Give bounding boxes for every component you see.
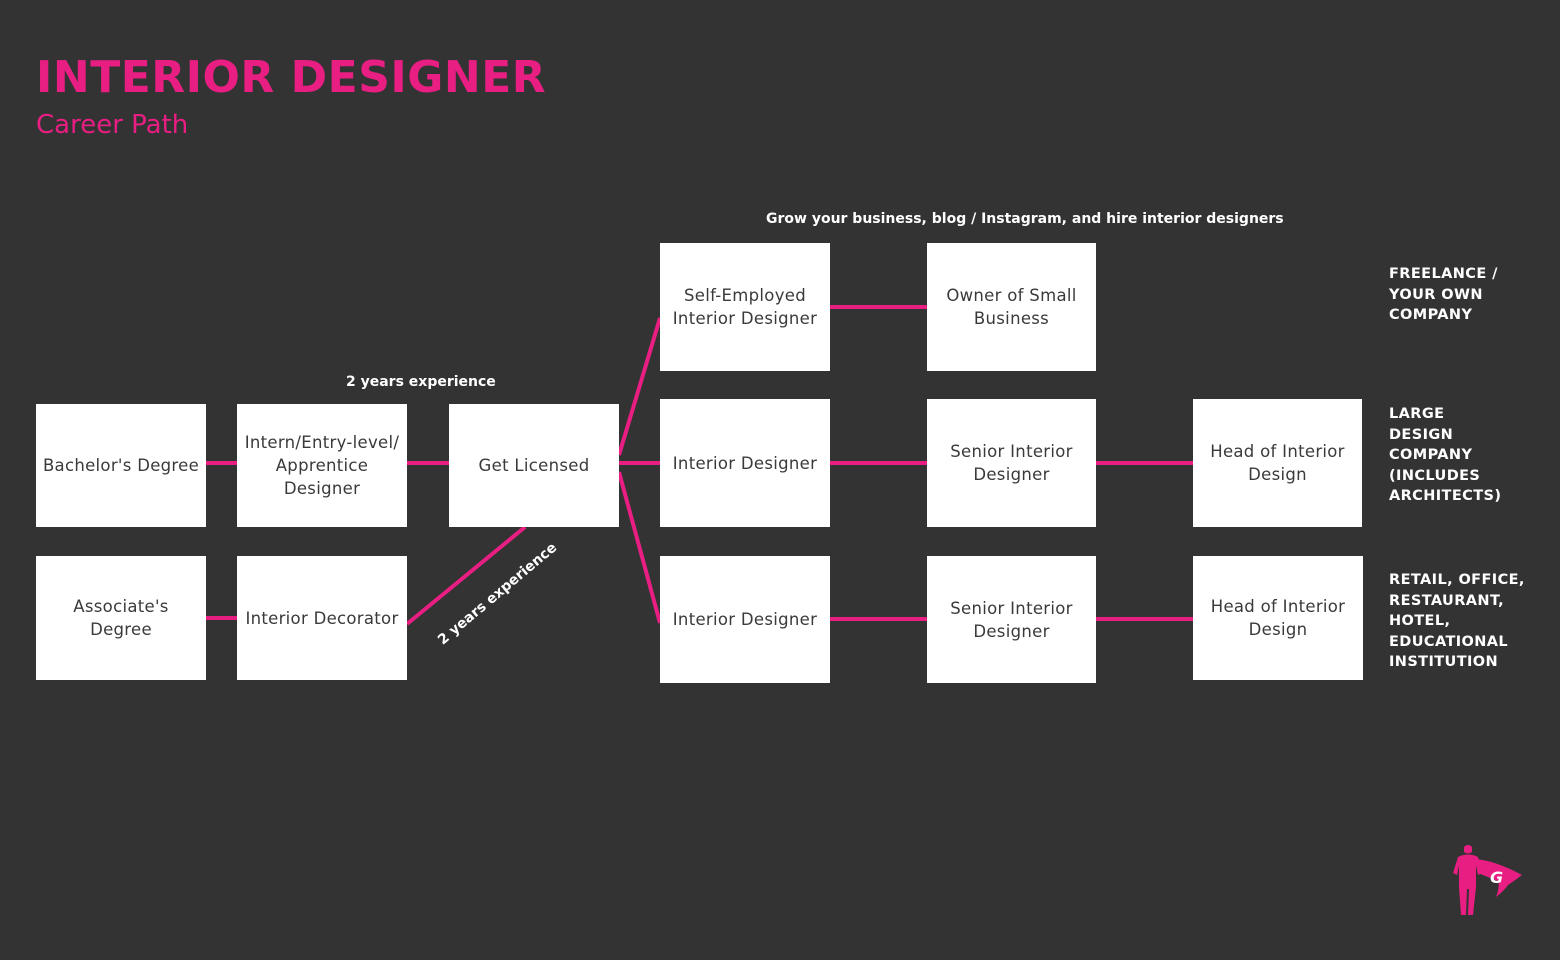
head-design-retail-box: Head of Interior Design xyxy=(1193,556,1363,680)
logo-letter: G xyxy=(1490,868,1503,887)
connector-licensed-self-employed xyxy=(617,317,662,456)
category-large-company: LARGE DESIGN COMPANY (INCLUDES ARCHITECT… xyxy=(1389,406,1502,504)
superhero-logo-icon: G xyxy=(1453,845,1522,915)
category-retail-office: RETAIL, OFFICE, RESTAURANT, HOTEL, EDUCA… xyxy=(1389,572,1525,670)
bachelors-degree-box: Bachelor's Degree xyxy=(36,404,206,527)
senior-designer-retail-box: Senior Interior Designer xyxy=(927,556,1096,683)
page-title: INTERIOR DESIGNER xyxy=(36,52,547,103)
connector-licensed-designer-retail xyxy=(617,471,662,624)
page-subtitle: Career Path xyxy=(36,110,189,140)
interior-designer-large-box: Interior Designer xyxy=(660,399,830,527)
experience-note-top: 2 years experience xyxy=(346,374,496,390)
head-design-large-box: Head of Interior Design xyxy=(1193,399,1362,527)
intern-designer-box: Intern/Entry-level/ Apprentice Designer xyxy=(237,404,407,527)
interior-designer-retail-box: Interior Designer xyxy=(660,556,830,683)
connector-decorator-licensed xyxy=(405,525,527,626)
owner-small-business-box: Owner of Small Business xyxy=(927,243,1096,371)
category-freelance: FREELANCE / YOUR OWN COMPANY xyxy=(1389,266,1498,323)
get-licensed-box: Get Licensed xyxy=(449,404,619,527)
associates-degree-box: Associate's Degree xyxy=(36,556,206,680)
grow-business-note: Grow your business, blog / Instagram, an… xyxy=(766,211,1284,227)
interior-decorator-box: Interior Decorator xyxy=(237,556,407,680)
senior-designer-large-box: Senior Interior Designer xyxy=(927,399,1096,527)
self-employed-designer-box: Self-Employed Interior Designer xyxy=(660,243,830,371)
